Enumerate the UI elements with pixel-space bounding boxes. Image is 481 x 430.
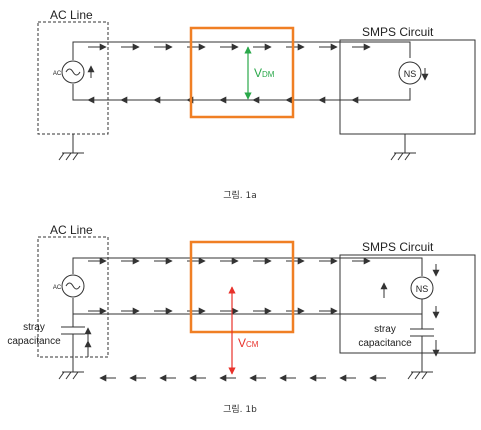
ground-icon-right: [390, 134, 416, 161]
noise-source-icon: [410, 276, 434, 300]
bottom-conductor: [72, 84, 411, 101]
capacitor-icon-left: [58, 314, 85, 380]
vcm-label: VCM: [238, 336, 259, 350]
noise-source-text: NS: [404, 69, 417, 79]
figure-caption-1a: 그림. 1a: [223, 189, 257, 201]
ac-source-text: AC: [53, 285, 62, 291]
bottom-conductor: [72, 298, 423, 315]
vcm-label-main: V: [238, 336, 246, 350]
vcm-label-sub: CM: [246, 340, 259, 349]
vdm-label-sub: DM: [262, 70, 275, 79]
ac-line-label: AC Line: [50, 223, 93, 237]
ac-source-icon: [61, 274, 85, 298]
highlight-box: [189, 240, 295, 334]
vdm-label-main: V: [254, 66, 262, 80]
stray-capacitance-label-right: stray: [374, 324, 396, 335]
smps-circuit-label: SMPS Circuit: [362, 25, 434, 39]
stray-capacitance-label-right-2: capacitance: [358, 338, 412, 349]
vdm-label: VDM: [254, 66, 275, 80]
ac-line-label: AC Line: [50, 8, 93, 22]
ground-icon-left: [58, 134, 84, 161]
top-conductor: [72, 257, 423, 276]
noise-source-icon: [398, 61, 422, 85]
highlight-box: [189, 26, 295, 119]
smps-circuit-box: [339, 254, 476, 354]
smps-circuit-box: [339, 39, 476, 135]
noise-source-text: NS: [416, 284, 429, 294]
figure-caption-1b: 그림. 1b: [223, 403, 257, 415]
top-conductor: [72, 41, 411, 60]
stray-capacitance-label-left: stray: [23, 322, 45, 333]
figure-1a: AC Line SMPS Circuit AC NS: [37, 8, 476, 201]
ac-source-text: AC: [53, 71, 62, 77]
capacitor-icon-right: [407, 314, 434, 380]
figure-1b: AC Line SMPS Circuit AC NS stray: [7, 223, 476, 415]
stray-capacitance-label-left-2: capacitance: [7, 336, 61, 347]
ac-source-icon: [61, 60, 85, 84]
smps-circuit-label: SMPS Circuit: [362, 240, 434, 254]
